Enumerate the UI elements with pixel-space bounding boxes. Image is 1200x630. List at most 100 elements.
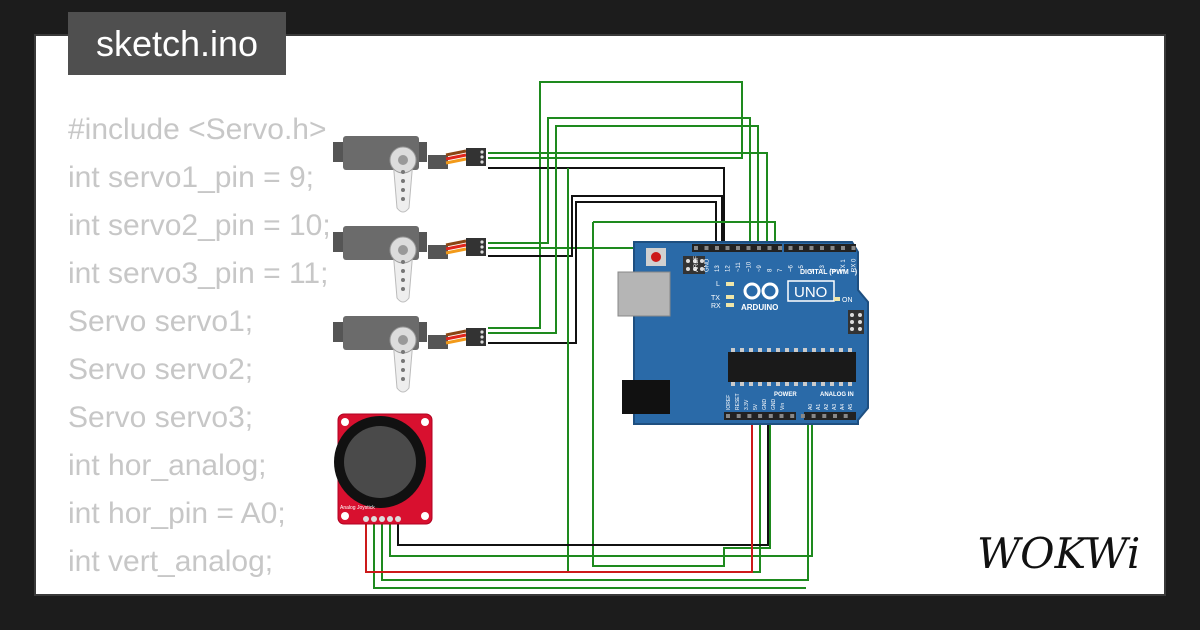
servo-lead [445,329,467,337]
chip-pin [785,382,789,386]
servo-lead [445,157,467,165]
header-pin [694,246,698,250]
on-led [834,297,840,301]
horn-hole [401,350,405,354]
chip-pin [749,348,753,352]
digital-label: DIGITAL (PWM ~) [800,269,857,276]
servo-lead [445,149,467,157]
servo-screw [398,245,408,255]
pin-label: RESET [735,393,741,410]
wire-green [488,152,768,250]
code-line: Servo servo2; [68,353,254,386]
reset-button-cap [651,252,661,262]
connector-pin [480,155,484,159]
pin-label: ~6 [789,264,795,272]
code-listing: #include <Servo.h> int servo1_pin = 9; i… [68,106,331,594]
pin-label: 13 [715,265,721,272]
servo-tab [333,232,345,252]
brand-label: ARDUINO [741,303,778,312]
header-pin [833,414,837,418]
horn-hole [401,278,405,282]
chip-pin [812,348,816,352]
mount-hole [421,418,429,426]
chip-pin [830,382,834,386]
servo-motor[interactable] [333,316,486,393]
horn-hole [401,188,405,192]
header-pin [736,246,740,250]
servo-cable-root [428,335,448,349]
header-pin [820,246,824,250]
connector-pin [480,330,484,334]
chip-pin [821,348,825,352]
code-line: Servo servo1; [68,305,254,338]
horn-hole [401,260,405,264]
wire-black [488,201,717,344]
chip-pin [839,348,843,352]
pin-label: 8 [768,268,774,272]
servo-screw [398,155,408,165]
connector-pin [480,150,484,154]
header-pin [788,246,793,250]
pin-label: ~10 [747,261,753,272]
pin-label: 5V [753,403,759,410]
on-label: ON [842,297,853,304]
pin-label: ~3 [820,264,826,272]
code-line: int servo1_pin = 9; [68,161,314,194]
servo-horn[interactable] [392,339,414,393]
joystick-cap[interactable] [344,426,416,498]
servo-lead [445,239,467,247]
chip-pin [758,348,762,352]
chip-pin [776,348,780,352]
analog-joystick[interactable]: Analog Joystick [334,413,433,525]
svg-text:RX: RX [711,303,721,310]
servo-horn[interactable] [392,159,414,213]
pin-label: GND [771,399,777,411]
chip-pin [740,382,744,386]
preview-card: #include <Servo.h> int servo1_pin = 9; i… [36,36,1164,594]
header-pin [747,414,752,418]
pin-label: A0 [808,404,814,410]
connector-pin [480,160,484,164]
header-pin [841,246,845,250]
header-pin [809,246,814,250]
svg-text:TX: TX [711,295,720,302]
icsp-right [848,310,864,334]
joystick-pins [363,516,401,522]
pin-label: GND [705,258,711,272]
chip-pin [848,382,852,386]
chip-pin [740,348,744,352]
chip-pin [803,348,807,352]
header-pin [715,246,719,250]
pin-label: A1 [816,404,822,410]
pin-label: A5 [848,404,854,410]
code-line: #include <Servo.h> [68,113,327,146]
svg-text:L: L [716,281,720,288]
wire-green [488,81,743,329]
wire-black [488,195,723,257]
mount-hole [341,512,349,520]
power-label: POWER [774,392,797,398]
chip-pin [830,348,834,352]
header-pin [843,414,848,418]
code-line: int servo3_pin = 11; [68,257,329,290]
wire-green [593,221,776,250]
chip-pins [731,348,852,386]
horn-hole [401,359,405,363]
pin-label: A2 [824,404,830,410]
servo-tab [333,142,345,162]
servo-lead [445,243,467,251]
servo-motor[interactable] [333,136,486,213]
connector-pin [480,340,484,344]
servo-motor[interactable] [333,226,486,303]
wire-green [381,418,809,581]
wire-green [389,418,813,557]
horn-hole [401,179,405,183]
servo-horn[interactable] [392,249,414,303]
pin-label: 4 [810,268,816,272]
pin-label: A3 [832,404,838,410]
chip-pin [821,382,825,386]
svg-text:WOKWi: WOKWi [977,529,1140,578]
